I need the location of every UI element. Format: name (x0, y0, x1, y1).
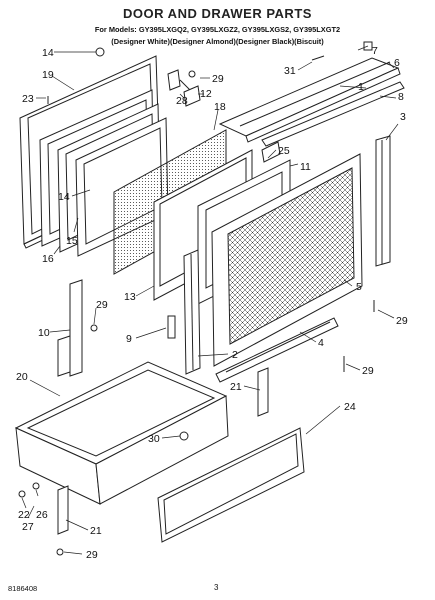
callout-29: 29 (96, 299, 108, 311)
callout-19: 19 (42, 69, 54, 81)
callout-27: 27 (22, 521, 34, 533)
callout-9: 9 (126, 333, 132, 345)
door-top-trim (218, 57, 405, 147)
callout-16: 16 (42, 253, 54, 265)
callout-22: 22 (18, 509, 30, 521)
callout-18: 18 (214, 101, 226, 113)
lower-drawer-slide (57, 485, 69, 535)
callout-13: 13 (124, 291, 136, 303)
callout-31: 31 (284, 65, 296, 77)
left-side-channel (183, 249, 201, 375)
callout-11: 11 (300, 161, 311, 173)
callout-29: 29 (86, 549, 98, 561)
callout-23: 23 (22, 93, 34, 105)
spacer-9 (167, 315, 176, 339)
callout-21: 21 (90, 525, 102, 537)
callout-28: 28 (176, 95, 188, 107)
callout-8: 8 (398, 91, 404, 103)
callout-29: 29 (362, 365, 374, 377)
door-hinge (167, 69, 201, 107)
right-drawer-slide (257, 367, 269, 417)
callout-2: 2 (232, 349, 238, 361)
callout-10: 10 (38, 327, 50, 339)
callout-14: 14 (42, 47, 54, 59)
callout-12: 12 (200, 88, 212, 100)
document-number: 8186408 (8, 584, 38, 593)
page-number: 3 (214, 583, 219, 592)
callout-29: 29 (212, 73, 224, 85)
callout-24: 24 (344, 401, 356, 413)
callout-20: 20 (16, 371, 28, 383)
fasteners (18, 47, 375, 556)
callout-labels: 14 19 23 29 28 12 18 7 6 31 1 8 3 25 11 … (16, 45, 408, 561)
callout-5: 5 (356, 281, 362, 293)
callout-6: 6 (394, 57, 400, 69)
diagram-title: DOOR AND DRAWER PARTS (123, 6, 312, 21)
drawer-front-panel (157, 427, 305, 543)
callout-21: 21 (230, 381, 242, 393)
variants-line: (Designer White)(Designer Almond)(Design… (111, 37, 324, 46)
callout-29: 29 (396, 315, 408, 327)
drawer-body (14, 361, 229, 505)
callout-14: 14 (58, 191, 70, 203)
bottom-door-bracket (215, 317, 339, 383)
callout-7: 7 (372, 45, 378, 57)
right-side-channel (375, 135, 391, 267)
callout-1: 1 (358, 81, 364, 93)
callout-26: 26 (36, 509, 48, 521)
callout-15: 15 (66, 235, 78, 247)
callout-25: 25 (278, 145, 290, 157)
callout-4: 4 (318, 337, 324, 349)
callout-3: 3 (400, 111, 406, 123)
left-drawer-slide (57, 279, 83, 377)
screw-31 (311, 55, 325, 61)
models-line: For Models: GY395LXGQ2, GY395LXGZ2, GY39… (94, 25, 341, 34)
callout-30: 30 (148, 433, 160, 445)
outer-door-front (211, 153, 363, 367)
leader-lines (21, 45, 399, 555)
